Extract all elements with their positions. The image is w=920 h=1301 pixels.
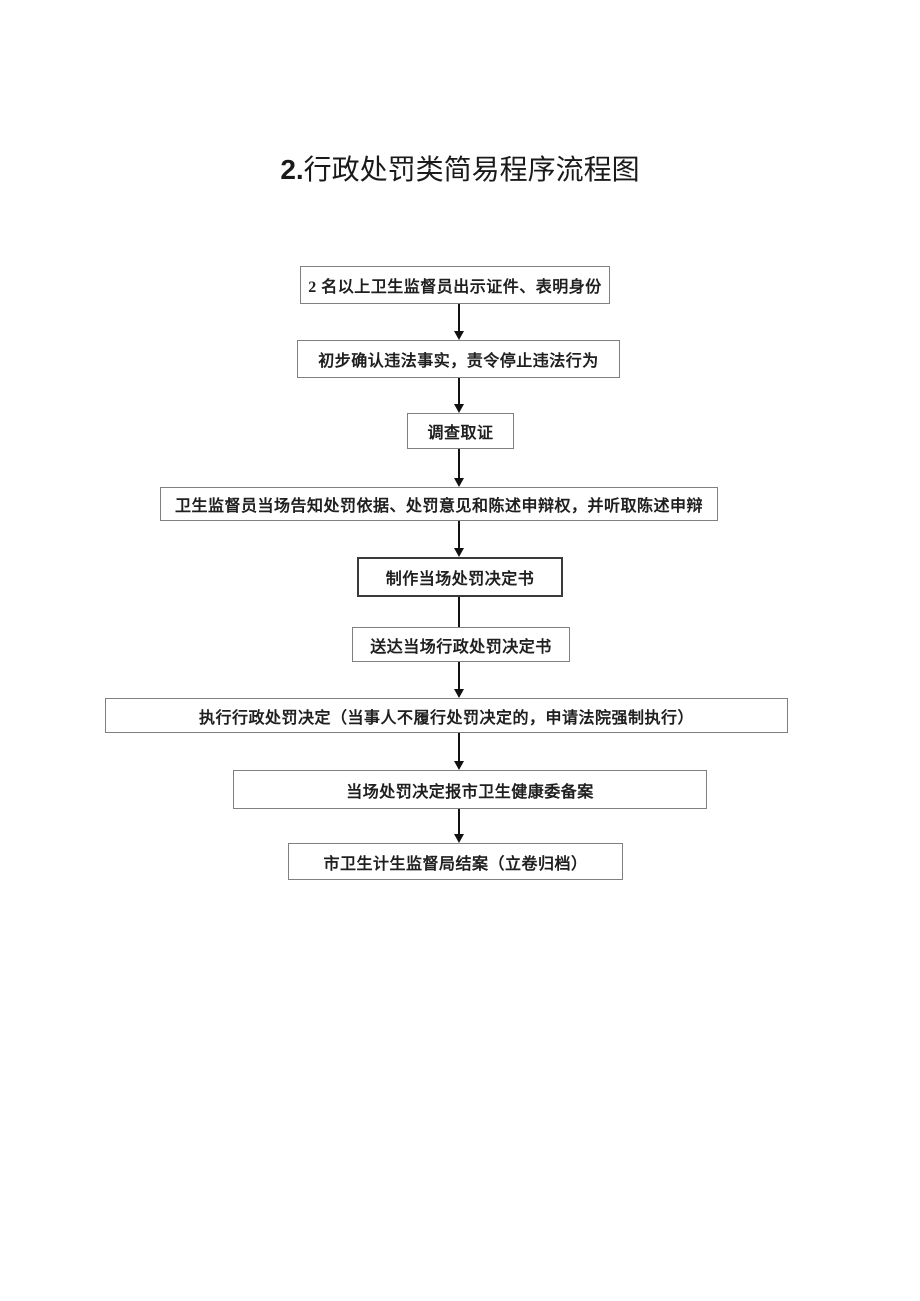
flow-step-report-record: 当场处罚决定报市卫生健康委备案 [233, 770, 707, 809]
flow-step-notify-penalty: 卫生监督员当场告知处罚依据、处罚意见和陈述申辩权，并听取陈述申辩 [160, 487, 718, 521]
flow-step-execute-decision: 执行行政处罚决定（当事人不履行处罚决定的，申请法院强制执行） [105, 698, 788, 733]
connector-line [458, 597, 460, 627]
arrow-stem [458, 809, 460, 835]
flow-arrow-7 [454, 733, 464, 770]
flow-step-deliver-decision: 送达当场行政处罚决定书 [352, 627, 570, 662]
arrow-head-icon [454, 478, 464, 487]
page-title: 2.行政处罚类简易程序流程图 [0, 148, 920, 188]
flow-arrow-3 [454, 449, 464, 487]
flow-arrow-6 [454, 662, 464, 698]
arrow-stem [458, 378, 460, 405]
arrow-head-icon [454, 548, 464, 557]
flow-step-close-case: 市卫生计生监督局结案（立卷归档） [288, 843, 623, 880]
arrow-head-icon [454, 331, 464, 340]
arrow-stem [458, 521, 460, 549]
flow-arrow-4 [454, 521, 464, 557]
arrow-head-icon [454, 834, 464, 843]
arrow-head-icon [454, 404, 464, 413]
arrow-stem [458, 304, 460, 332]
arrow-stem [458, 449, 460, 479]
page-title-text: 行政处罚类简易程序流程图 [303, 155, 640, 186]
arrow-stem [458, 733, 460, 762]
arrow-head-icon [454, 689, 464, 698]
flow-step-investigate: 调查取证 [407, 413, 514, 449]
flow-arrow-1 [454, 304, 464, 340]
arrow-stem [458, 662, 460, 690]
flow-step-confirm-violation: 初步确认违法事实，责令停止违法行为 [297, 340, 620, 378]
flow-arrow-8 [454, 809, 464, 843]
flow-arrow-2 [454, 378, 464, 413]
page-title-number: 2. [280, 154, 304, 185]
arrow-head-icon [454, 761, 464, 770]
flow-line-5 [454, 597, 464, 627]
flow-step-show-credentials: 2 名以上卫生监督员出示证件、表明身份 [300, 266, 610, 304]
flow-step-make-decision: 制作当场处罚决定书 [357, 557, 563, 597]
